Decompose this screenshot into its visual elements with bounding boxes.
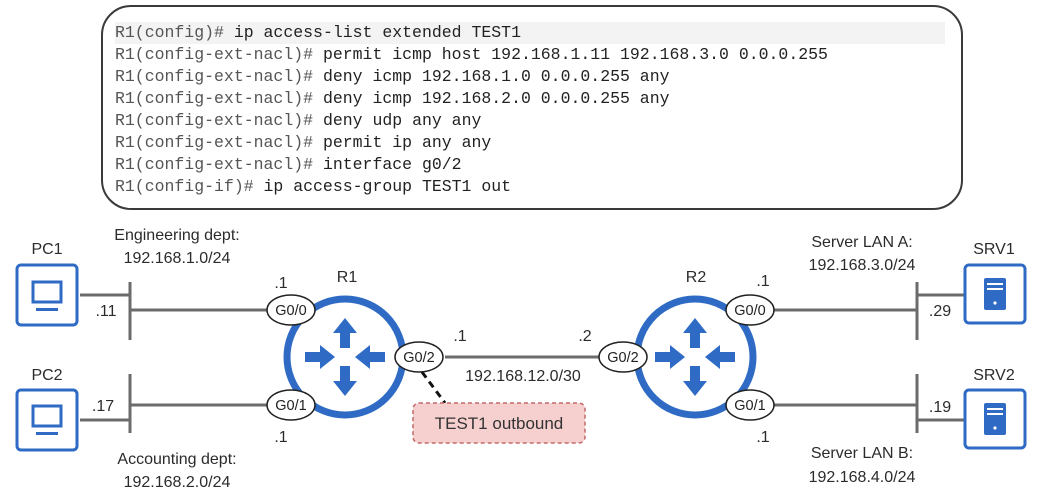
cli-line: R1(config)# ip access-list extended TEST…	[115, 22, 945, 44]
r1-g00-label: G0/0	[275, 303, 306, 319]
r1-g02-label: G0/2	[403, 350, 434, 366]
srv1-host-ip: .29	[929, 303, 951, 320]
srv2[interactable]	[963, 388, 1027, 450]
r1-g02-ip: .1	[453, 328, 466, 345]
r1-g00-port[interactable]	[266, 294, 316, 326]
transit-subnet: 192.168.12.0/30	[465, 368, 581, 385]
cli-line: R1(config-ext-nacl)# deny icmp 192.168.1…	[115, 66, 945, 88]
pc2-name: PC2	[31, 367, 62, 384]
cli-prompt: R1(config-ext-nacl)#	[115, 89, 314, 108]
accounting-lan-name: Accounting dept:	[117, 451, 236, 468]
server-icon	[984, 403, 1006, 435]
cli-command: permit icmp host 192.168.1.11 192.168.3.…	[313, 45, 828, 64]
cli-line: R1(config-ext-nacl)# deny icmp 192.168.2…	[115, 88, 945, 110]
cli-lines: R1(config)# ip access-list extended TEST…	[115, 22, 945, 198]
cli-command: deny icmp 192.168.2.0 0.0.0.255 any	[313, 89, 670, 108]
r1-g02-port[interactable]	[394, 341, 444, 373]
acl-connector	[420, 371, 447, 404]
r1-g00-ip: .1	[274, 275, 287, 292]
router-arrows-icon	[655, 318, 735, 396]
r2-g02-port[interactable]	[598, 341, 648, 373]
r1-name: R1	[337, 269, 358, 286]
accounting-lan-subnet: 192.168.2.0/24	[124, 474, 231, 491]
cli-command: deny icmp 192.168.1.0 0.0.0.255 any	[313, 67, 670, 86]
pc2[interactable]	[15, 388, 79, 452]
cli-line: R1(config-if)# ip access-group TEST1 out	[115, 176, 945, 198]
server-icon	[984, 278, 1006, 310]
srv1-name: SRV1	[973, 241, 1015, 258]
r2-name: R2	[686, 269, 707, 286]
cli-prompt: R1(config-if)#	[115, 177, 254, 196]
cli-prompt: R1(config-ext-nacl)#	[115, 67, 314, 86]
cli-config-box: R1(config)# ip access-list extended TEST…	[101, 5, 963, 210]
cli-prompt: R1(config-ext-nacl)#	[115, 111, 314, 130]
cli-prompt: R1(config-ext-nacl)#	[115, 155, 314, 174]
pc2-host-ip: .17	[92, 398, 114, 415]
pc1[interactable]	[15, 263, 79, 327]
r2-g02-ip: .2	[578, 328, 591, 345]
cli-prompt: R1(config)#	[115, 23, 224, 42]
cli-line: R1(config-ext-nacl)# interface g0/2	[115, 154, 945, 176]
engineering-lan-name: Engineering dept:	[114, 227, 239, 244]
r2-g00-label: G0/0	[734, 303, 765, 319]
engineering-lan-subnet: 192.168.1.0/24	[124, 250, 231, 267]
router-r1[interactable]	[283, 295, 407, 419]
router-arrows-icon	[305, 318, 385, 396]
acl-callout-label: TEST1 outbound	[435, 414, 564, 433]
cli-command: deny udp any any	[313, 111, 482, 130]
pc-monitor-icon	[31, 404, 63, 435]
srv1[interactable]	[963, 263, 1027, 325]
r2-g01-label: G0/1	[734, 398, 765, 414]
pc-monitor-icon	[31, 280, 63, 311]
r2-g00-ip: .1	[756, 273, 769, 290]
cli-command: permit ip any any	[313, 133, 492, 152]
r2-g00-port[interactable]	[725, 294, 775, 326]
cli-prompt: R1(config-ext-nacl)#	[115, 133, 314, 152]
cli-command: interface g0/2	[313, 155, 462, 174]
r1-g01-port[interactable]	[266, 389, 316, 421]
server-a-lan-subnet: 192.168.3.0/24	[809, 257, 916, 274]
server-b-lan-subnet: 192.168.4.0/24	[809, 469, 916, 486]
server-b-lan-name: Server LAN B:	[811, 445, 913, 462]
pc1-name: PC1	[31, 241, 62, 258]
r1-g01-ip: .1	[274, 429, 287, 446]
srv2-name: SRV2	[973, 367, 1015, 384]
srv2-host-ip: .19	[929, 399, 951, 416]
r2-g02-label: G0/2	[607, 350, 638, 366]
acl-callout: TEST1 outbound	[412, 402, 586, 444]
cli-line: R1(config-ext-nacl)# deny udp any any	[115, 110, 945, 132]
server-a-lan-name: Server LAN A:	[811, 234, 912, 251]
r2-g01-ip: .1	[756, 429, 769, 446]
r1-g01-label: G0/1	[275, 398, 306, 414]
pc1-host-ip: .11	[95, 303, 116, 320]
r2-g01-port[interactable]	[725, 389, 775, 421]
cli-prompt: R1(config-ext-nacl)#	[115, 45, 314, 64]
cli-command: ip access-group TEST1 out	[253, 177, 512, 196]
cli-line: R1(config-ext-nacl)# permit icmp host 19…	[115, 44, 945, 66]
cli-line: R1(config-ext-nacl)# permit ip any any	[115, 132, 945, 154]
cli-command: ip access-list extended TEST1	[223, 23, 521, 42]
